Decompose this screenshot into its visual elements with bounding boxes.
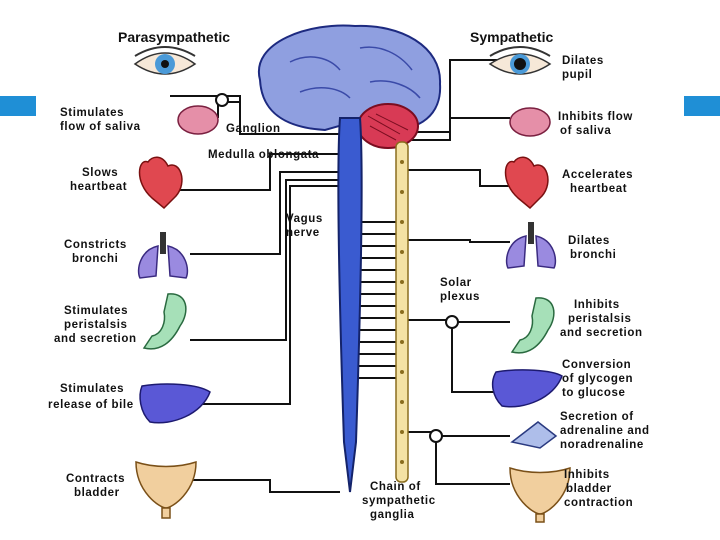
para-effect-bladder-1: Contracts xyxy=(66,473,125,485)
para-effect-heart-2: heartbeat xyxy=(70,181,127,193)
symp-effect-stomach-1: Inhibits xyxy=(574,299,620,311)
parasympathetic-header: Parasympathetic xyxy=(118,29,230,45)
ganglion-label: Ganglion xyxy=(226,123,281,135)
para-effect-lungs-1: Constricts xyxy=(64,239,127,251)
symp-effect-liver-2: of glycogen xyxy=(562,373,633,385)
solar-label-2: plexus xyxy=(440,291,480,303)
para-effect-saliva-2: flow of saliva xyxy=(60,121,141,133)
chain-connectors xyxy=(350,221,402,379)
para-effect-heart-1: Slows xyxy=(82,167,118,179)
para-heart-icon xyxy=(138,156,183,210)
chain-ganglia-icon xyxy=(400,160,404,464)
para-eye-icon xyxy=(133,46,197,75)
para-line-lungs xyxy=(190,171,340,255)
accent-bar-right xyxy=(684,96,720,116)
para-line-saliva xyxy=(217,101,340,135)
ganglion-icon xyxy=(215,93,229,107)
medulla-label: Medulla oblongata xyxy=(208,149,319,161)
para-stomach-icon xyxy=(142,293,187,350)
symp-effect-saliva-2: of saliva xyxy=(560,125,611,137)
para-line-liver xyxy=(190,185,340,405)
para-effect-stomach-1: Stimulates xyxy=(64,305,128,317)
symp-eye-icon xyxy=(488,46,552,75)
symp-effect-bronchi-1: Dilates xyxy=(568,235,610,247)
symp-effect-liver-3: to glucose xyxy=(562,387,626,399)
symp-effect-heart-1: Accelerates xyxy=(562,169,633,181)
para-bladder-icon xyxy=(135,460,197,519)
symp-liver-icon xyxy=(491,369,563,408)
para-lungs-icon xyxy=(137,232,189,279)
brain-folds-icon xyxy=(289,46,421,99)
spinal-cord-icon xyxy=(337,117,363,493)
symp-effect-bladder-2: bladder xyxy=(566,483,612,495)
para-salivary-gland-icon xyxy=(177,105,219,135)
para-line-stomach xyxy=(190,179,340,341)
symp-lungs-icon xyxy=(505,222,557,269)
chain-label-2: sympathetic xyxy=(362,495,436,507)
symp-effect-adrenal-1: Secretion of xyxy=(560,411,634,423)
para-effect-stomach-3: and secretion xyxy=(54,333,137,345)
symp-line-lungs xyxy=(402,239,510,243)
accent-bar-left xyxy=(0,96,36,116)
symp-bladder-icon xyxy=(509,466,571,523)
symp-effect-stomach-3: and secretion xyxy=(560,327,643,339)
symp-effect-liver-1: Conversion xyxy=(562,359,631,371)
symp-line-adrenal xyxy=(402,431,510,437)
para-effect-lungs-2: bronchi xyxy=(72,253,118,265)
chain-label-3: ganglia xyxy=(370,509,414,521)
symp-line-eye xyxy=(402,59,500,133)
symp-salivary-gland-icon xyxy=(509,107,551,137)
diagram-svg: Parasympathetic Sympathetic Ganglion Med… xyxy=(48,24,650,523)
symp-effect-stomach-2: peristalsis xyxy=(568,313,632,325)
symp-effect-bladder-1: Inhibits xyxy=(564,469,610,481)
solar-label-1: Solar xyxy=(440,277,472,289)
symp-line-liver xyxy=(451,322,500,393)
para-effect-liver-2: release of bile xyxy=(48,399,134,411)
para-effect-saliva-1: Stimulates xyxy=(60,107,124,119)
symp-effect-heart-2: heartbeat xyxy=(570,183,627,195)
solar-plexus-icon xyxy=(445,315,459,329)
symp-effect-bladder-3: contraction xyxy=(564,497,633,509)
para-effect-bladder-2: bladder xyxy=(74,487,120,499)
para-line-heart xyxy=(178,153,340,191)
symp-line-heart xyxy=(402,169,510,187)
autonomic-nervous-system-figure: Parasympathetic Sympathetic Ganglion Med… xyxy=(40,22,680,524)
symp-effect-pupil-2: pupil xyxy=(562,69,592,81)
symp-effect-saliva-1: Inhibits flow xyxy=(558,111,633,123)
symp-line-saliva xyxy=(402,117,510,141)
symp-heart-icon xyxy=(504,156,549,210)
symp-effect-adrenal-3: noradrenaline xyxy=(560,439,644,451)
para-liver-icon xyxy=(139,383,211,424)
nerve-lines xyxy=(170,59,510,493)
symp-effect-pupil-1: Dilates xyxy=(562,55,604,67)
symp-effect-bronchi-2: bronchi xyxy=(570,249,616,261)
symp-adrenal-gland-icon xyxy=(510,421,558,449)
symp-line-bladder xyxy=(435,436,510,485)
symp-stomach-icon xyxy=(510,297,555,354)
para-effect-liver-1: Stimulates xyxy=(60,383,124,395)
sympathetic-header: Sympathetic xyxy=(470,29,553,45)
vagus-label-2: nerve xyxy=(286,227,320,239)
adrenal-ganglion-icon xyxy=(429,429,443,443)
symp-effect-adrenal-2: adrenaline and xyxy=(560,425,650,437)
chain-label-1: Chain of xyxy=(370,481,421,493)
vagus-label-1: Vagus xyxy=(286,213,323,225)
cerebellum-icon xyxy=(357,103,419,149)
para-line-bladder xyxy=(190,479,340,493)
para-effect-stomach-2: peristalsis xyxy=(64,319,128,331)
